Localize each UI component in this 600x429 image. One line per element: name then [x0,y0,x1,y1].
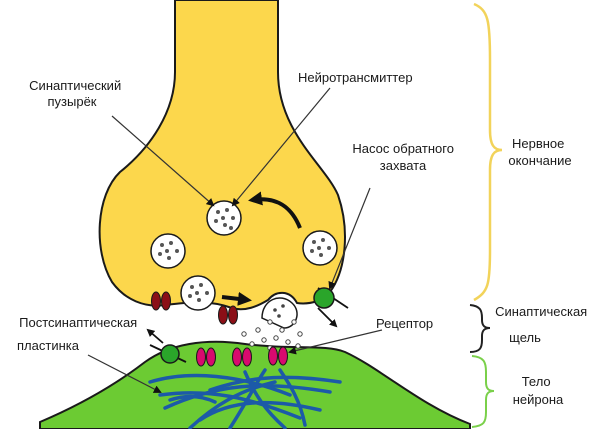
label-pump-line2: захвата [380,158,427,173]
label-pump: Насос обратного захвата [352,141,457,173]
vesicle [150,233,186,269]
receptor-1b [206,347,216,367]
bracket-label-body: Тело нейрона [513,374,564,407]
label-vesicle-line2: пузырёк [48,94,97,109]
receptor-3a [268,346,278,366]
receptor-3b [278,346,288,366]
reuptake-pump [313,287,349,328]
channel-mid-a [218,305,228,325]
label-postsynaptic-line1: Постсинаптическая [19,315,137,330]
bracket-label-nerve-ending: Нервное окончание [508,136,571,168]
receptor-2a [232,347,242,367]
bracket-nerve-ending [473,2,503,302]
receptor-2b [242,347,252,367]
neuron-fibers [148,368,342,429]
bracket-label-body-line2: нейрона [513,392,564,407]
synaptic-vesicles [150,200,338,311]
vesicle [302,230,338,266]
bracket-neuron-body [471,355,495,428]
postsynaptic-receptors [196,346,288,367]
receptor-1a [196,347,206,367]
bracket-label-cleft-line2: щель [509,330,541,345]
bracket-label-cleft-line1: Синаптическая [495,304,587,319]
label-postsynaptic-line2: пластинка [17,338,80,353]
bracket-label-cleft: Синаптическая щель [495,304,591,345]
pointer-lines [87,87,383,393]
pointer-neurotransmitter [231,87,331,207]
vesicle [180,275,216,311]
label-neurotransmitter: Нейротрансмиттер [298,70,413,85]
nerve-terminal [98,0,346,311]
postsynaptic-pump [146,328,187,364]
label-pump-line1: Насос обратного [352,141,454,156]
pointer-receptor [288,329,383,355]
bracket-synaptic-cleft [469,304,491,353]
bracket-label-body-line1: Тело [522,374,551,389]
channel-left-a [151,291,161,311]
label-vesicle: Синаптический пузырёк [29,78,125,109]
bracket-label-nerve-ending-line2: окончание [508,153,571,168]
released-neurotransmitters [241,319,303,351]
presynaptic-channels [151,291,238,325]
pointer-postsynaptic [87,354,162,393]
label-vesicle-line1: Синаптический [29,78,121,93]
pointer-pump [328,187,371,290]
recycling-arrow [248,191,302,229]
pointer-vesicle [111,115,215,207]
channel-mid-b [228,305,238,325]
bracket-label-nerve-ending-line1: Нервное [512,136,564,151]
vesicle [206,200,242,236]
label-postsynaptic: Постсинаптическая пластинка [17,315,141,353]
channel-left-b [161,291,171,311]
release-arrow [221,291,252,306]
label-receptor: Рецептор [376,316,433,331]
